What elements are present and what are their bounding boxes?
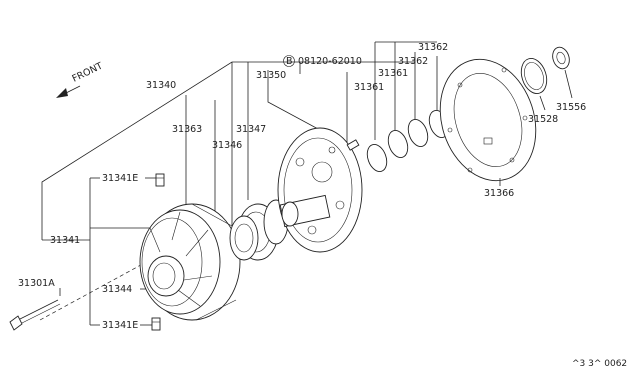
label-31362-lower: 31362	[398, 56, 428, 67]
pump-cover	[277, 127, 363, 253]
bolt-symbol: B	[286, 56, 293, 67]
label-31362-upper: 31362	[418, 42, 448, 53]
label-31556: 31556	[556, 102, 586, 113]
label-31340: 31340	[146, 80, 176, 91]
label-31346: 31346	[212, 140, 242, 151]
label-31301A: 31301A	[18, 278, 55, 289]
washer	[552, 46, 570, 70]
label-31341: 31341	[50, 235, 80, 246]
label-31347: 31347	[236, 124, 266, 135]
o-ring	[520, 58, 548, 94]
label-31366: 31366	[484, 188, 514, 199]
label-31341E-top: 31341E	[102, 173, 138, 184]
label-31350: 31350	[256, 70, 286, 81]
gasket-plate	[439, 58, 537, 182]
label-31344: 31344	[102, 284, 132, 295]
pump-gears	[229, 199, 289, 261]
long-bolt	[9, 299, 61, 331]
cover-bolt	[346, 139, 360, 151]
label-31363: 31363	[172, 124, 202, 135]
front-arrow: FRONT	[56, 60, 105, 98]
bolt-symbol-circle	[283, 55, 295, 67]
label-31361-lower: 31361	[354, 82, 384, 93]
front-label: FRONT	[70, 60, 104, 84]
pump-housing	[139, 203, 241, 321]
plug-top	[155, 173, 165, 187]
seal-rings	[366, 110, 450, 172]
footer-code: ^3 3^ 0062	[572, 359, 627, 369]
label-08120-62010: 08120-62010	[298, 56, 362, 67]
label-31361-upper: 31361	[378, 68, 408, 79]
label-31528: 31528	[528, 114, 558, 125]
label-31341E-bottom: 31341E	[102, 320, 138, 331]
upper-leaders	[41, 41, 438, 240]
plug-bottom	[151, 317, 161, 331]
